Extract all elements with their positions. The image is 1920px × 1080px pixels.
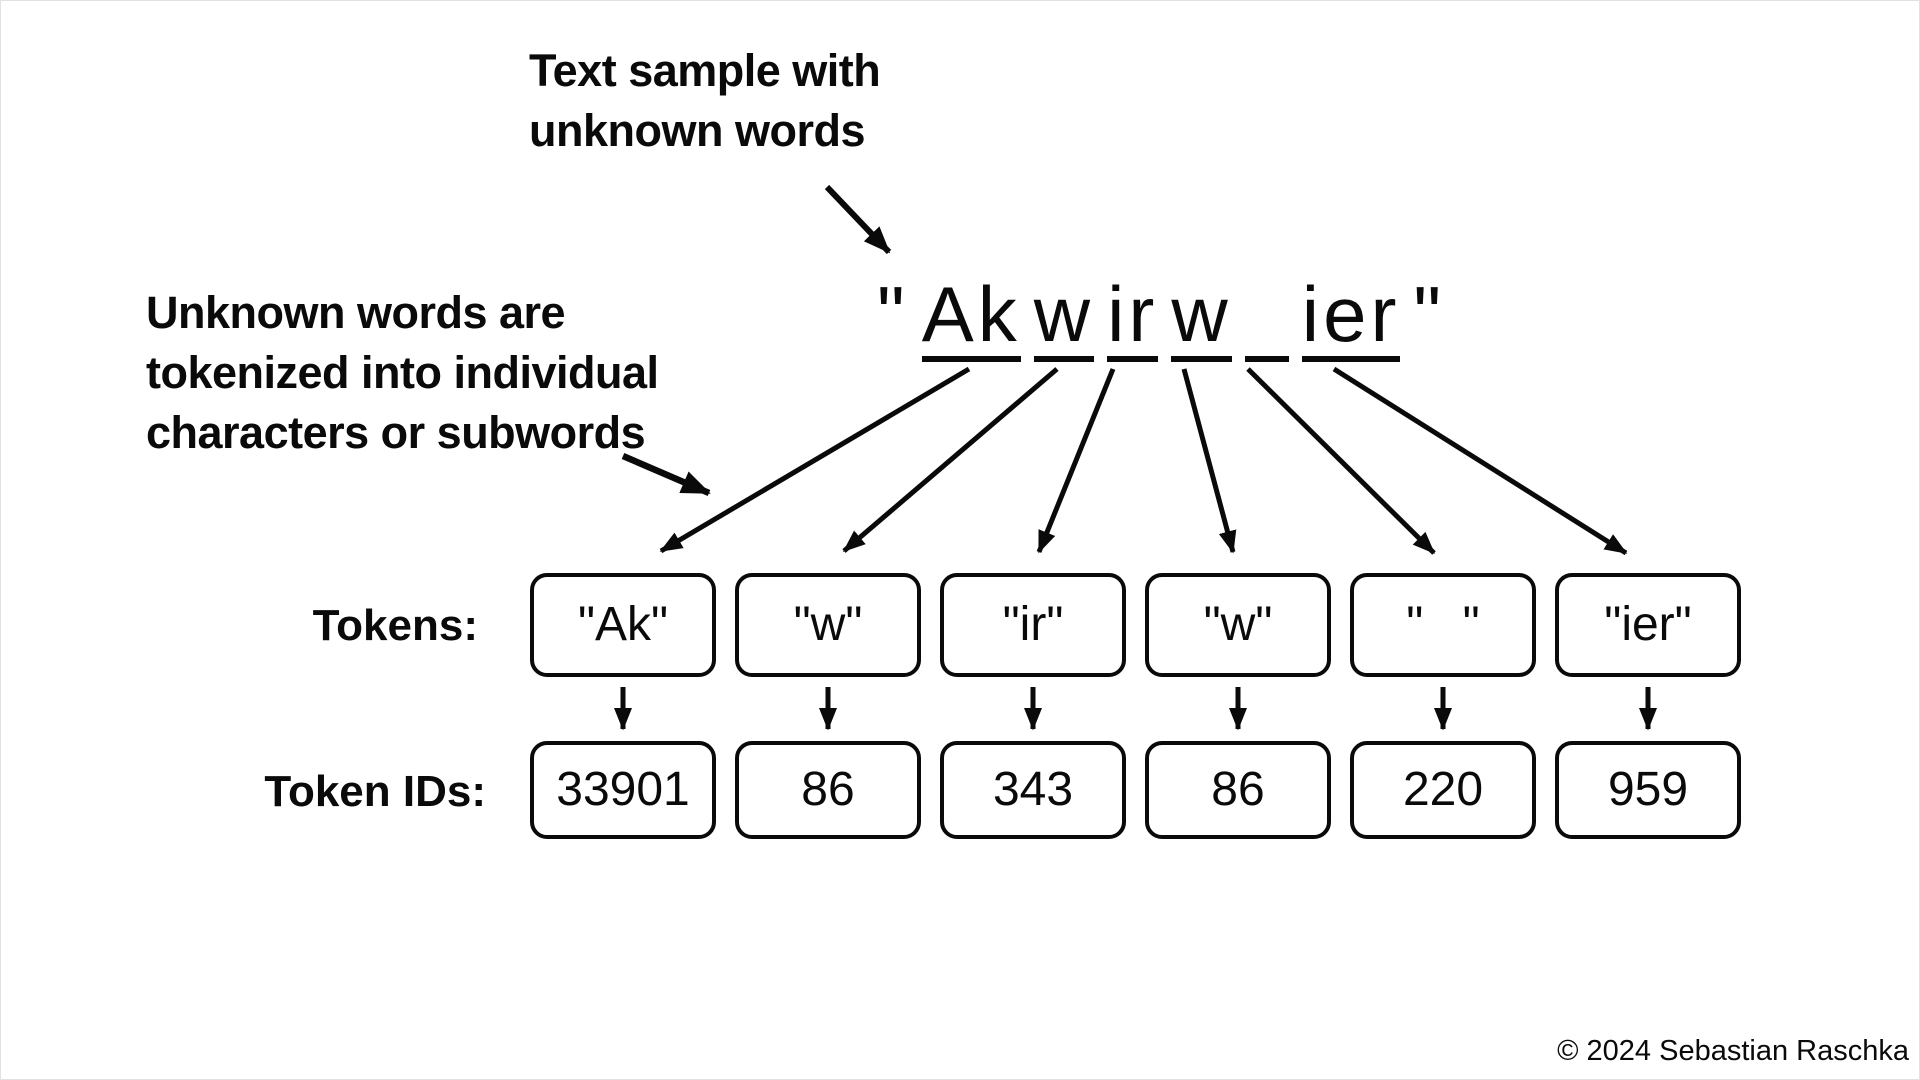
token-id-value-4: 86 — [1211, 763, 1265, 816]
sample-segment-space — [1244, 275, 1289, 362]
segment-arrow-2-icon — [842, 367, 1059, 553]
token-value-5: " " — [1406, 598, 1480, 651]
token-box-4: "w" — [1145, 573, 1331, 677]
token-id-value-3: 343 — [992, 763, 1074, 816]
unknown-words-note-line1: Unknown words are — [146, 287, 566, 338]
token-id-box-1: 33901 — [530, 741, 716, 839]
token-id-box-6: 959 — [1555, 741, 1741, 839]
token-box-6: "ier" — [1555, 573, 1741, 677]
token-id-box-3: 343 — [940, 741, 1126, 839]
token-id-value-5: 220 — [1402, 763, 1484, 816]
token-box-3: "ir" — [940, 573, 1126, 677]
token-id-value-6: 959 — [1607, 763, 1689, 816]
token-value-6: "ier" — [1604, 598, 1692, 651]
sample-close-quote: " — [1413, 270, 1446, 358]
text-sample-note-line1: Text sample with — [529, 45, 881, 96]
unknown-words-note-line3: characters or subwords — [146, 406, 646, 458]
sample-text: " Ak w ir w ier " — [877, 275, 1445, 362]
token-id-value-2: 86 — [801, 763, 855, 816]
segment-arrow-3-icon — [1036, 368, 1116, 554]
segment-arrow-6-icon — [1332, 366, 1628, 556]
text-sample-note: Text sample with unknown words — [529, 41, 881, 161]
sample-segment-w2: w — [1171, 275, 1232, 362]
segment-arrow-4-icon — [1181, 368, 1237, 554]
text-sample-note-line2: unknown words — [529, 104, 866, 156]
token-id-value-1: 33901 — [556, 763, 690, 816]
tokens-row-label: Tokens: — [312, 601, 478, 650]
token-value-4: "w" — [1203, 598, 1273, 651]
token-value-3: "ir" — [1002, 598, 1064, 651]
text-sample-arrow-icon — [824, 184, 892, 255]
token-value-2: "w" — [793, 598, 863, 651]
sample-segment-ak: Ak — [921, 275, 1021, 362]
unknown-words-note-line2: tokenized into individual — [146, 346, 659, 398]
token-id-box-4: 86 — [1145, 741, 1331, 839]
sample-open-quote: " — [877, 270, 909, 358]
token-id-box-2: 86 — [735, 741, 921, 839]
token-value-1: "Ak" — [577, 598, 669, 651]
unknown-words-note: Unknown words are tokenized into individ… — [146, 283, 659, 463]
token-ids-row-label: Token IDs: — [264, 767, 486, 816]
sample-segment-ier: ier — [1301, 275, 1401, 362]
segment-arrow-1-icon — [659, 366, 971, 554]
token-box-2: "w" — [735, 573, 921, 677]
segment-arrow-5-icon — [1246, 367, 1436, 555]
sample-segment-w1: w — [1033, 275, 1095, 362]
copyright-text: © 2024 Sebastian Raschka — [1557, 1035, 1909, 1067]
token-id-box-5: 220 — [1350, 741, 1536, 839]
token-box-1: "Ak" — [530, 573, 716, 677]
token-box-5: " " — [1350, 573, 1536, 677]
sample-segment-ir: ir — [1107, 275, 1159, 362]
